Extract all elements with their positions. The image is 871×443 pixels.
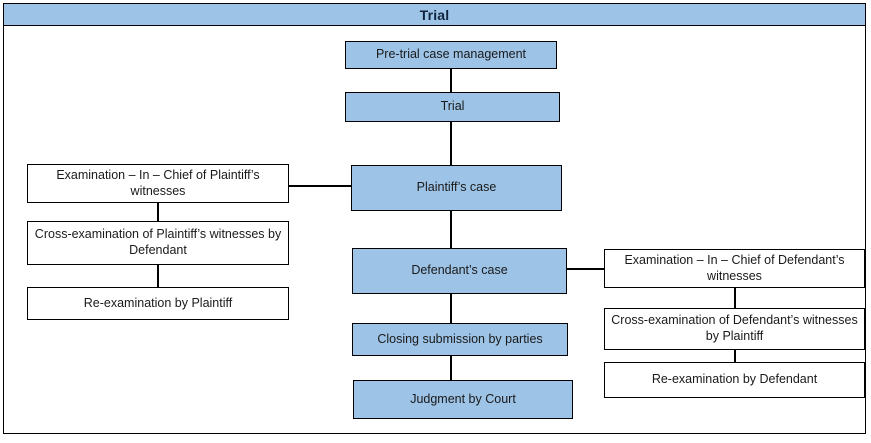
connector-trial-to-plaintiffs-case	[450, 122, 452, 165]
node-closing-submission-by-parties[interactable]: Closing submission by parties	[352, 323, 568, 356]
node-examination-in-chief-plaintiff[interactable]: Examination – In – Chief of Plaintiff’s …	[27, 164, 289, 203]
node-label: Plaintiff’s case	[416, 180, 497, 195]
connector-plaintiffs-case-to-defendants-case	[450, 211, 452, 248]
connector-right-cross-to-reexam	[734, 350, 736, 362]
node-label: Cross-examination of Defendant’s witness…	[611, 313, 858, 343]
node-pre-trial-case-management[interactable]: Pre-trial case management	[345, 41, 557, 69]
connector-right-exam-to-cross	[734, 288, 736, 308]
node-label: Defendant’s case	[411, 263, 508, 278]
node-label: Examination – In – Chief of Defendant’s …	[624, 252, 845, 283]
node-label: Re-examination by Defendant	[651, 372, 818, 387]
node-trial[interactable]: Trial	[345, 92, 560, 122]
node-plaintiffs-case[interactable]: Plaintiff’s case	[351, 165, 562, 211]
node-label: Re-examination by Plaintiff	[83, 295, 233, 310]
node-cross-examination-defendant[interactable]: Cross-examination of Defendant’s witness…	[604, 308, 865, 350]
node-label: Trial	[440, 99, 465, 114]
node-label: Examination – In – Chief of Plaintiff’s …	[56, 167, 260, 198]
diagram-title-bar: Trial	[3, 3, 866, 26]
connector-left-cross-to-reexam	[157, 265, 159, 287]
page-title: Trial	[419, 6, 450, 23]
connector-closing-submission-to-judgment	[450, 356, 452, 380]
connector-defendants-case-to-right-branch	[567, 268, 604, 270]
node-judgment-by-court[interactable]: Judgment by Court	[353, 380, 573, 419]
node-label: Cross-examination of Plaintiff’s witness…	[34, 227, 282, 257]
connector-left-exam-to-cross	[157, 203, 159, 221]
connector-pretrial-to-trial	[450, 69, 452, 92]
node-defendants-case[interactable]: Defendant’s case	[352, 248, 567, 294]
node-re-examination-by-plaintiff[interactable]: Re-examination by Plaintiff	[27, 287, 289, 320]
node-re-examination-by-defendant[interactable]: Re-examination by Defendant	[604, 362, 865, 398]
node-examination-in-chief-defendant[interactable]: Examination – In – Chief of Defendant’s …	[604, 249, 865, 288]
node-label: Closing submission by parties	[377, 331, 543, 346]
node-label: Judgment by Court	[410, 391, 516, 406]
node-cross-examination-plaintiff[interactable]: Cross-examination of Plaintiff’s witness…	[27, 221, 289, 265]
connector-plaintiffs-case-to-left-branch	[289, 185, 352, 187]
node-label: Pre-trial case management	[375, 47, 527, 62]
connector-defendants-case-to-closing-submission	[450, 294, 452, 323]
